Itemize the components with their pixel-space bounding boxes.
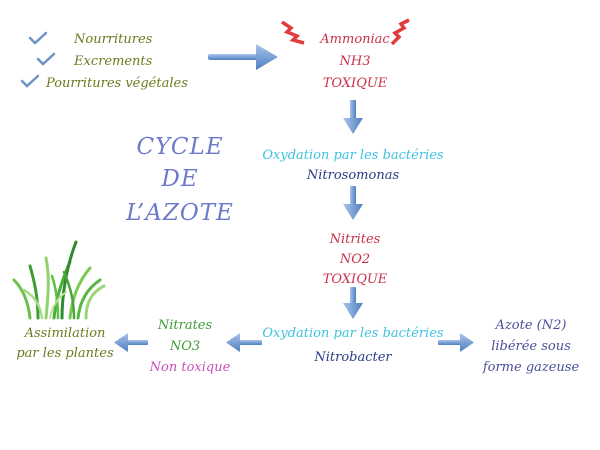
ammoniac-name: Ammoniac — [320, 32, 390, 47]
oxidation1-bacteria: Nitrosomonas — [306, 168, 400, 183]
azote-line-2: libérée sous — [491, 339, 571, 354]
arrow-right-to-azote — [438, 333, 474, 352]
arrow-down-1 — [343, 100, 363, 134]
nitrates-status: Non toxique — [149, 360, 231, 375]
arrow-left-to-nitrates — [226, 333, 262, 352]
zigzag-left-icon — [281, 20, 305, 45]
source-nourritures: Nourritures — [74, 32, 153, 47]
checkmark-icon — [36, 52, 56, 66]
title-line-3: L’AZOTE — [126, 200, 234, 226]
nitrates-formula: NO3 — [169, 339, 201, 354]
nitrites-formula: NO2 — [339, 252, 371, 267]
checkmark-icon — [20, 74, 40, 88]
title-line-1: CYCLE — [136, 134, 224, 160]
ammoniac-formula: NH3 — [339, 54, 371, 69]
source-excrements: Excrements — [74, 54, 153, 69]
arrow-down-2 — [343, 186, 363, 220]
arrow-sources-to-ammoniac — [208, 44, 278, 70]
nitrates-name: Nitrates — [157, 318, 213, 333]
nitrites-name: Nitrites — [329, 232, 381, 247]
grass-icon — [12, 240, 106, 320]
assimilation-line-2: par les plantes — [16, 346, 114, 361]
ammoniac-status: TOXIQUE — [322, 76, 388, 91]
azote-line-1: Azote (N2) — [495, 318, 567, 333]
assimilation-line-1: Assimilation — [24, 326, 106, 341]
oxidation2-bacteria: Nitrobacter — [314, 350, 392, 365]
oxidation1-label: Oxydation par les bactéries — [262, 148, 444, 163]
zigzag-right-icon — [390, 18, 410, 46]
arrow-left-to-assimilation — [114, 333, 148, 352]
nitrites-status: TOXIQUE — [322, 272, 388, 287]
arrow-down-3 — [343, 287, 363, 319]
checkmark-icon — [28, 31, 48, 45]
source-pourritures: Pourritures végétales — [46, 76, 188, 91]
oxidation2-label: Oxydation par les bactéries — [262, 326, 444, 341]
azote-line-3: forme gazeuse — [482, 360, 580, 375]
title-line-2: DE — [161, 166, 199, 192]
